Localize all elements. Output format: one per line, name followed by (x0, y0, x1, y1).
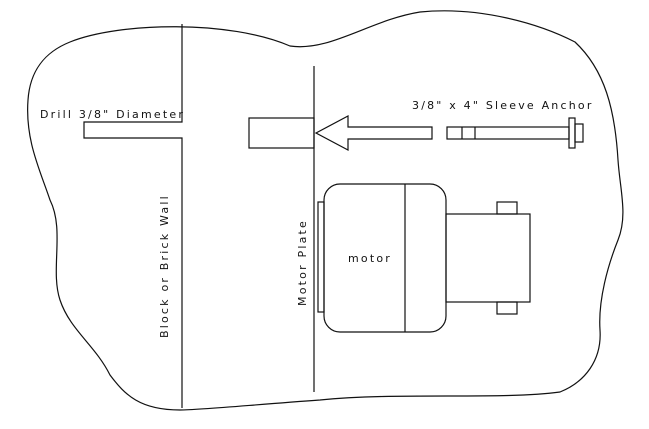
plate-label: Motor Plate (296, 219, 309, 306)
drill-label: Drill 3/8" Diameter (40, 108, 185, 121)
sleeve-anchor (446, 117, 584, 149)
insert-arrow (314, 115, 433, 151)
wall-label: Block or Brick Wall (158, 194, 171, 338)
diagram-boundary (27, 10, 624, 411)
motor-body (317, 183, 531, 333)
anchor-block (248, 117, 315, 149)
wall-line (83, 24, 183, 408)
anchor-label: 3/8" x 4" Sleeve Anchor (412, 99, 594, 112)
motor-label: motor (348, 252, 392, 265)
